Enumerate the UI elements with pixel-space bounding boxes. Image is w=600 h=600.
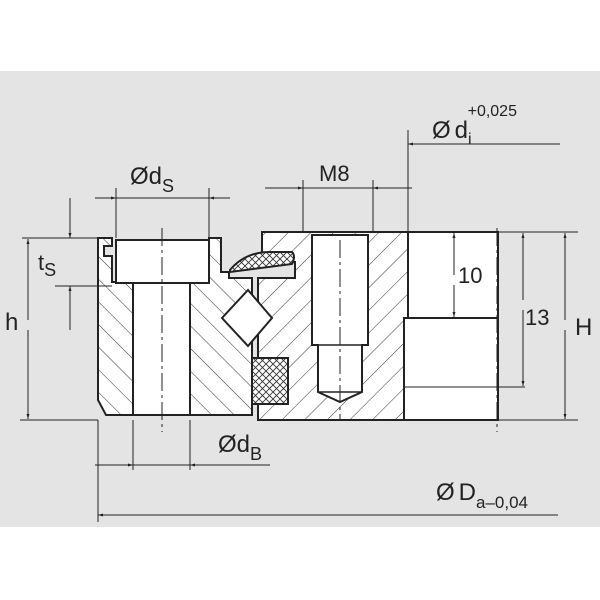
label-H: H — [575, 314, 592, 341]
inner-ring-section — [257, 231, 409, 421]
label-m8: M8 — [319, 161, 350, 186]
lower-seal — [251, 357, 289, 405]
bore-step — [407, 231, 499, 319]
upper-seal — [229, 251, 295, 274]
label-dB: ØdB — [218, 431, 262, 464]
crossed-roller — [220, 288, 274, 348]
centerlines — [161, 228, 498, 432]
label-ts: tS — [38, 250, 56, 280]
label-13: 13 — [525, 305, 549, 330]
label-10: 10 — [458, 263, 482, 288]
label-ds: ØdS — [130, 163, 174, 196]
outer-ring-section — [97, 237, 253, 416]
dimension-lines — [20, 130, 578, 522]
label-h: h — [5, 309, 18, 336]
